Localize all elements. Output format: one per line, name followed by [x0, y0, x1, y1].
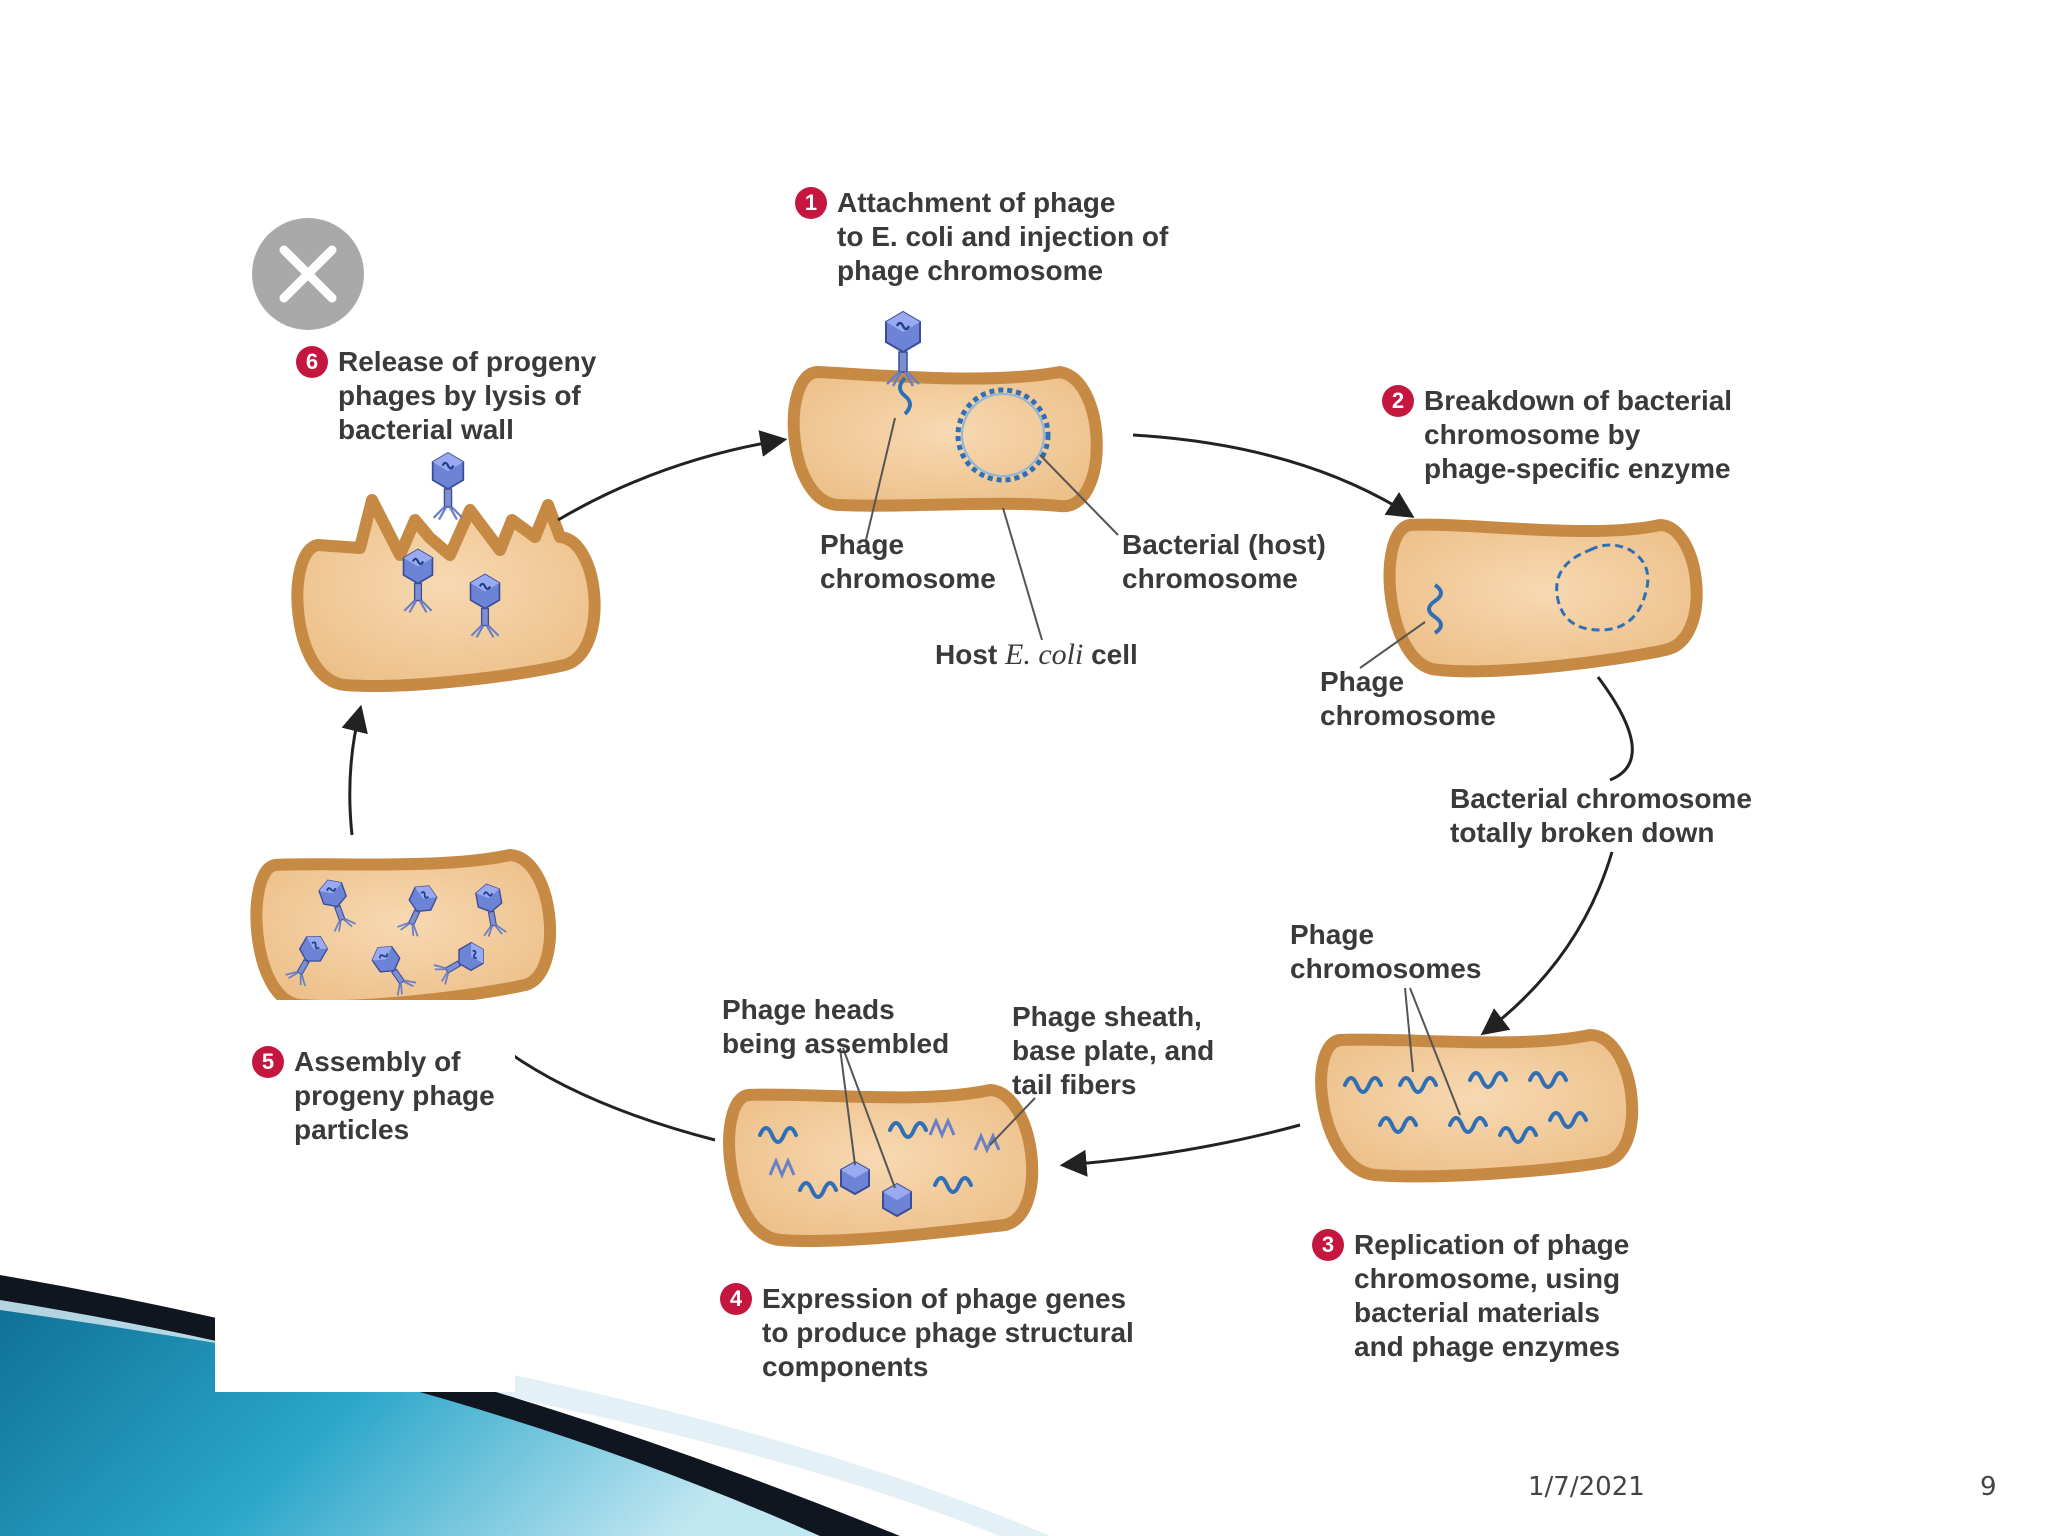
arrow-6-to-1 [557, 430, 788, 522]
arrow-4-to-5 [475, 1026, 716, 1142]
step-2-text: Breakdown of bacterial chromosome by pha… [1424, 385, 1733, 484]
cell-2-breakdown [1359, 518, 1703, 678]
close-icon [279, 245, 337, 303]
phage-heads-label: Phage heads being assembled [722, 994, 950, 1059]
step-6-text: Release of progeny phages by lysis of ba… [338, 346, 597, 445]
host-cell-species: E. coli [1005, 638, 1084, 671]
step-2-badge: 2 [1382, 385, 1414, 417]
step-4-text: Expression of phage genes to produce pha… [762, 1283, 1134, 1382]
step-4-badge: 4 [720, 1283, 752, 1315]
arrow-2-to-3 [1596, 676, 1634, 782]
cell-1-host-ecoli [787, 310, 1119, 641]
step-1-label: 1 Attachment of phage to E. coli and inj… [795, 186, 1168, 288]
step-3-text: Replication of phage chromosome, using b… [1354, 1229, 1630, 1362]
step-1-badge: 1 [795, 187, 827, 219]
step-5-label: 5 Assembly of progeny phage particles [252, 1045, 495, 1147]
host-cell-prefix: Host [935, 639, 1005, 670]
close-button[interactable] [252, 218, 364, 330]
cell-3-replication [1315, 987, 1639, 1183]
phage-chromosome-label-1: Phage chromosome [820, 529, 996, 594]
step-2-label: 2 Breakdown of bacterial chromosome by p… [1382, 384, 1732, 486]
bacterial-host-chromosome-label: Bacterial (host) chromosome [1122, 529, 1326, 594]
cell-4-expression [723, 1047, 1039, 1247]
cycle-arrows [341, 430, 1634, 1177]
phage-chromosome-label-2: Phage chromosome [1320, 666, 1496, 731]
step-3-badge: 3 [1312, 1229, 1344, 1261]
step-1-text: Attachment of phage to E. coli and injec… [837, 187, 1169, 286]
slide-banner [0, 1000, 1050, 1536]
step-6-label: 6 Release of progeny phages by lysis of … [296, 345, 596, 447]
arrow-1-to-2 [1132, 433, 1415, 518]
host-ecoli-cell-label: Host E. coli cell [935, 638, 1138, 672]
host-cell-suffix: cell [1083, 639, 1138, 670]
step-6-badge: 6 [296, 346, 328, 378]
phage-sheath-label: Phage sheath, base plate, and tail fiber… [1012, 1001, 1215, 1100]
step-5-text: Assembly of progeny phage particles [294, 1046, 495, 1145]
slide-page-number: 9 [1980, 1472, 1997, 1502]
cell-5-assembly [250, 848, 556, 1012]
arrow-2b-to-3 [1480, 851, 1614, 1036]
arrow-5-to-6 [341, 704, 368, 836]
bacterial-chromosome-broken-label: Bacterial chromosome totally broken down [1450, 783, 1752, 848]
step-3-label: 3 Replication of phage chromosome, using… [1312, 1228, 1629, 1364]
step-4-label: 4 Expression of phage genes to produce p… [720, 1282, 1134, 1384]
step-5-badge: 5 [252, 1046, 284, 1078]
cell-6-lysis [291, 451, 601, 692]
slide-date: 1/7/2021 [1528, 1472, 1645, 1502]
arrow-3-to-4 [1059, 1123, 1301, 1177]
phage-chromosomes-label: Phage chromosomes [1290, 919, 1482, 984]
